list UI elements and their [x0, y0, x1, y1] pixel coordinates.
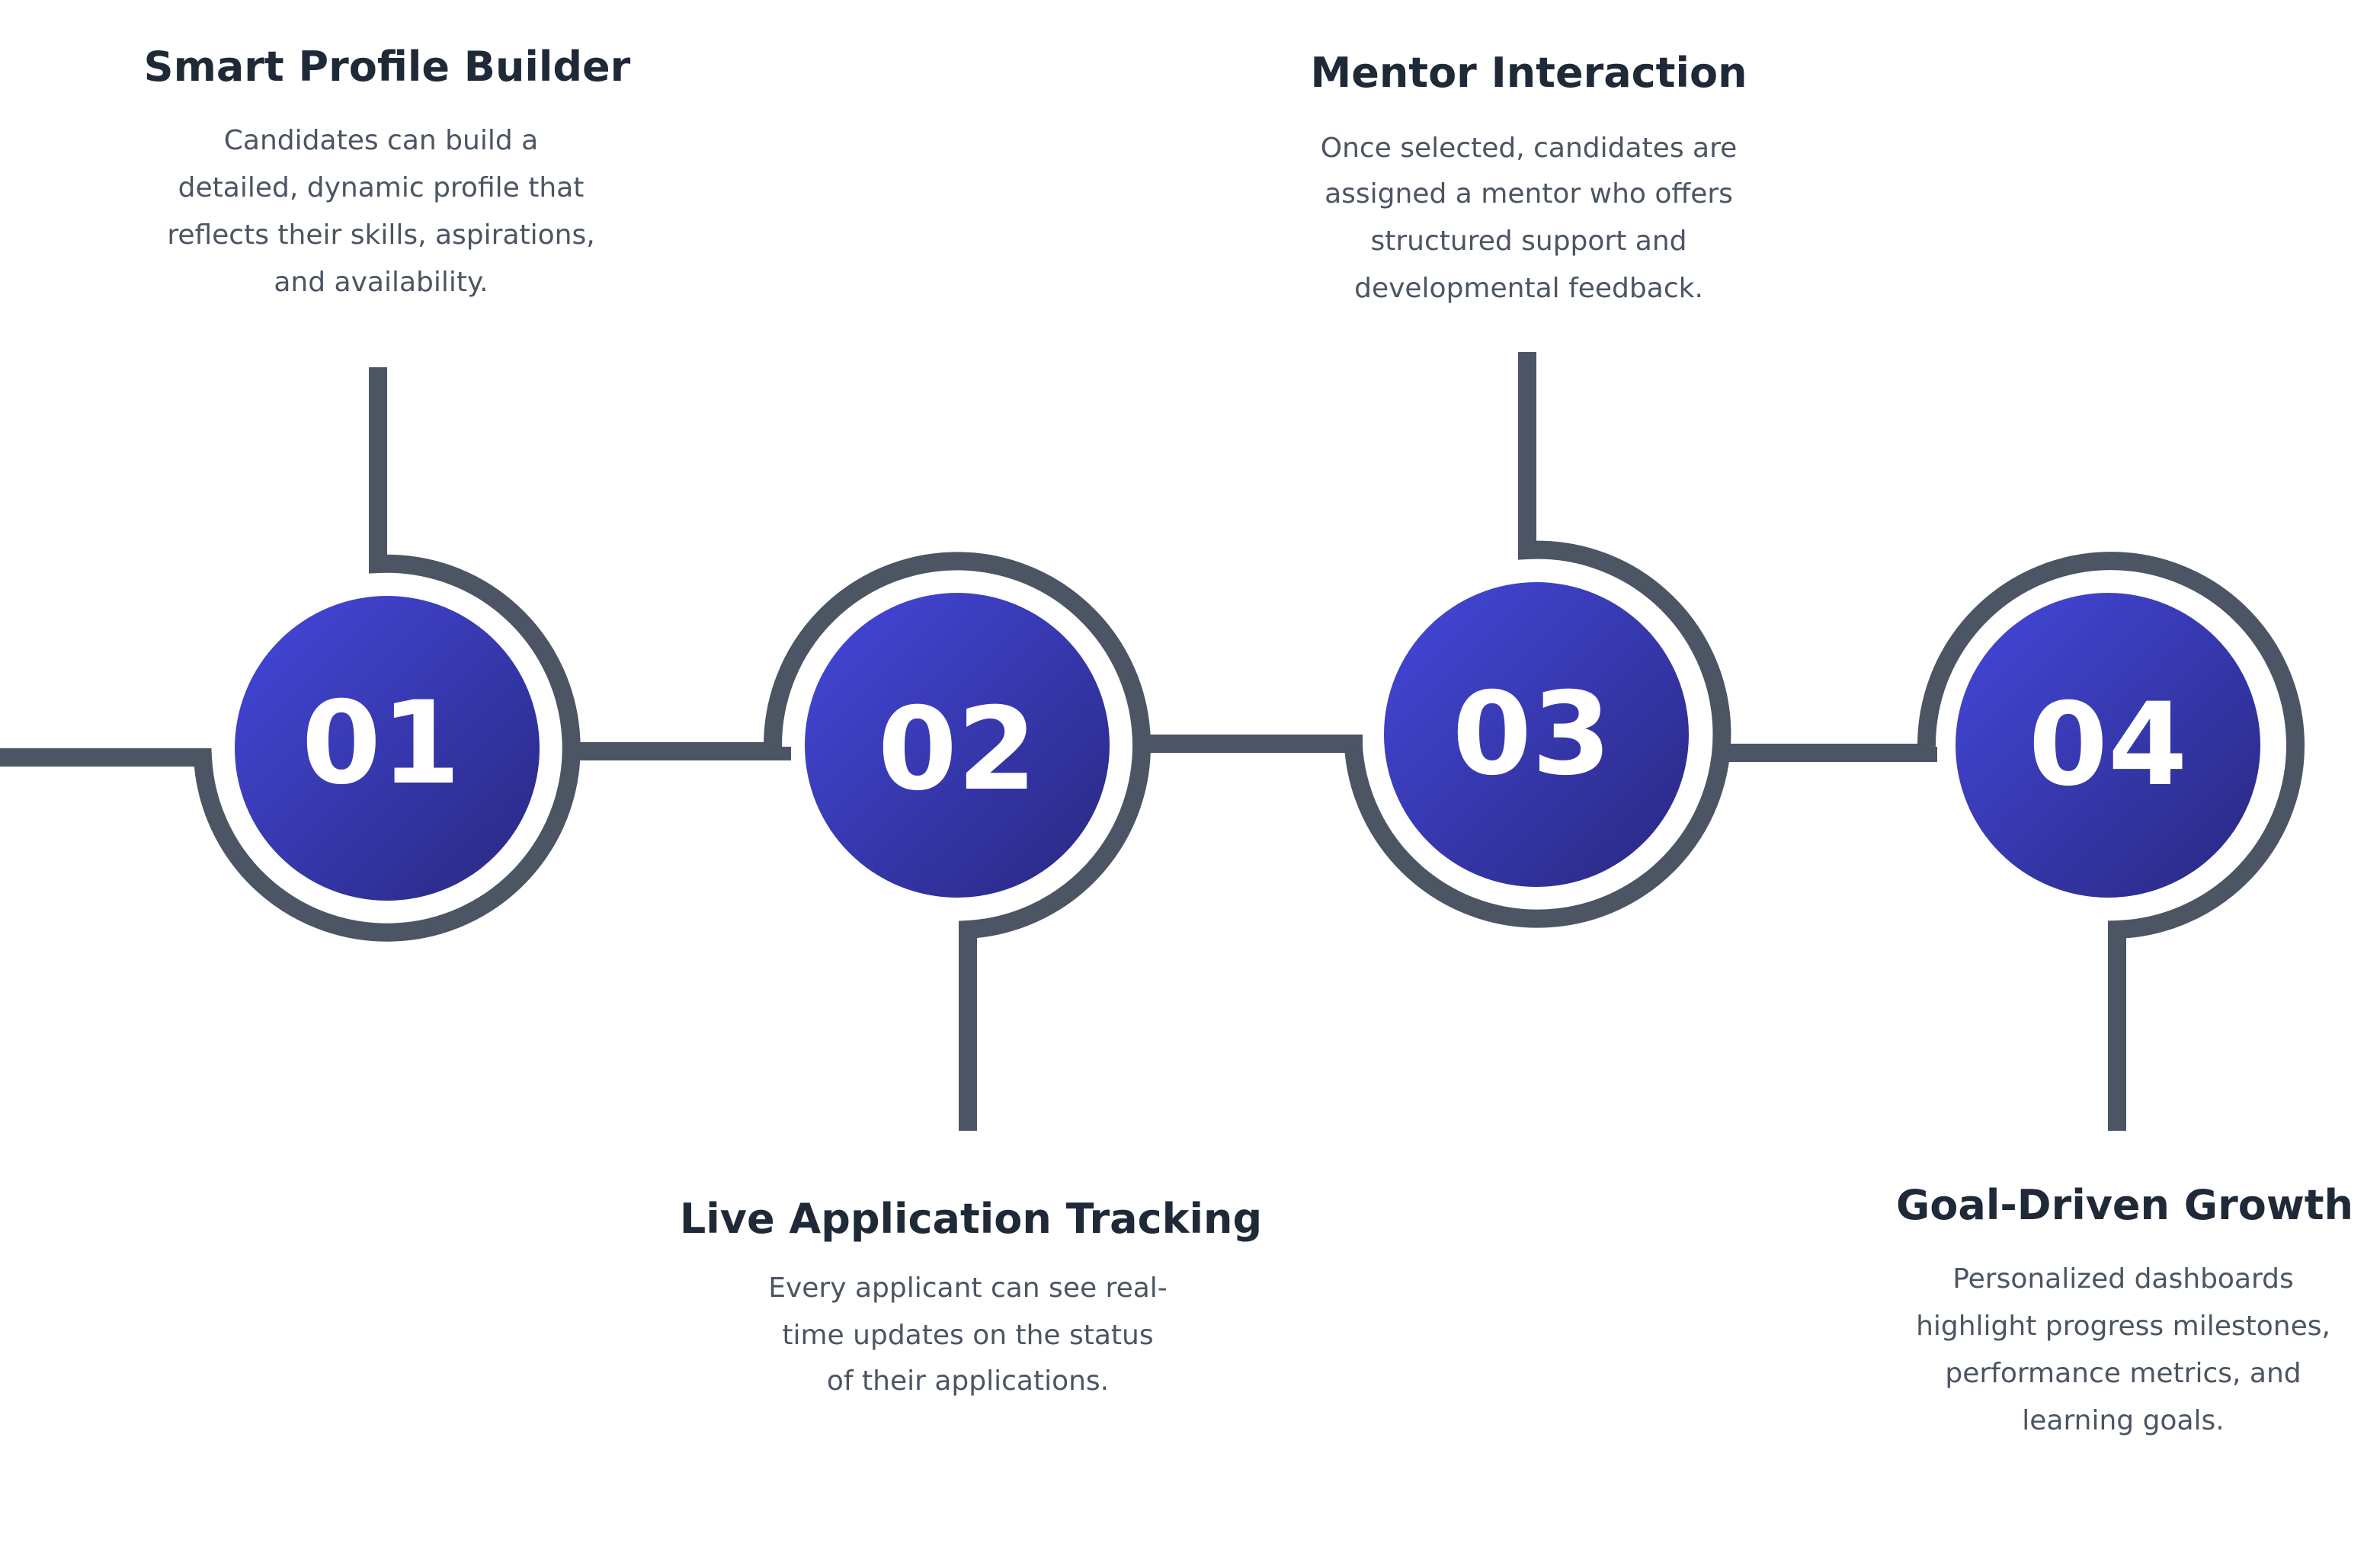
- step-number: 03: [1453, 668, 1612, 801]
- step-description-line: time updates on the status: [782, 1320, 1153, 1351]
- connector-line: [1142, 735, 1363, 753]
- step-title: Live Application Tracking: [680, 1195, 1262, 1243]
- step-description-line: detailed, dynamic profile that: [178, 172, 585, 203]
- step-number: 01: [302, 677, 461, 810]
- step-02-badge: 02: [805, 593, 1110, 898]
- connector-line: [763, 552, 1151, 1131]
- step-description-line: of their applications.: [827, 1365, 1109, 1397]
- step-number: 02: [878, 683, 1037, 816]
- step-description-line: Once selected, candidates are: [1321, 133, 1738, 164]
- step-description-line: structured support and: [1370, 226, 1687, 257]
- step-description-line: assigned a mentor who offers: [1325, 178, 1733, 210]
- step-number: 04: [2029, 679, 2188, 812]
- step-01-badge: 01: [235, 596, 540, 901]
- step-title: Smart Profile Builder: [144, 43, 631, 91]
- step-04-badge: 04: [1956, 593, 2260, 898]
- step-description-line: learning goals.: [2022, 1405, 2224, 1436]
- connector-line: [572, 742, 791, 760]
- step-03-badge: 03: [1384, 582, 1689, 887]
- step-description-line: performance metrics, and: [1945, 1358, 2301, 1389]
- connector-line: [1721, 744, 1937, 762]
- step-description-line: Candidates can build a: [224, 125, 538, 156]
- step-title: Mentor Interaction: [1310, 49, 1747, 97]
- step-description-line: and availability.: [274, 267, 488, 298]
- step-title: Goal-Driven Growth: [1896, 1181, 2353, 1229]
- step-description-line: reflects their skills, aspirations,: [167, 219, 594, 251]
- connector-line: [1917, 552, 2305, 1131]
- step-description-line: highlight progress milestones,: [1916, 1311, 2330, 1342]
- connector-line: [0, 367, 581, 942]
- step-description-line: developmental feedback.: [1354, 273, 1703, 304]
- connector-line: [1344, 352, 1731, 928]
- step-description-line: Personalized dashboards: [1952, 1263, 2294, 1295]
- step-description-line: Every applicant can see real-: [768, 1272, 1168, 1304]
